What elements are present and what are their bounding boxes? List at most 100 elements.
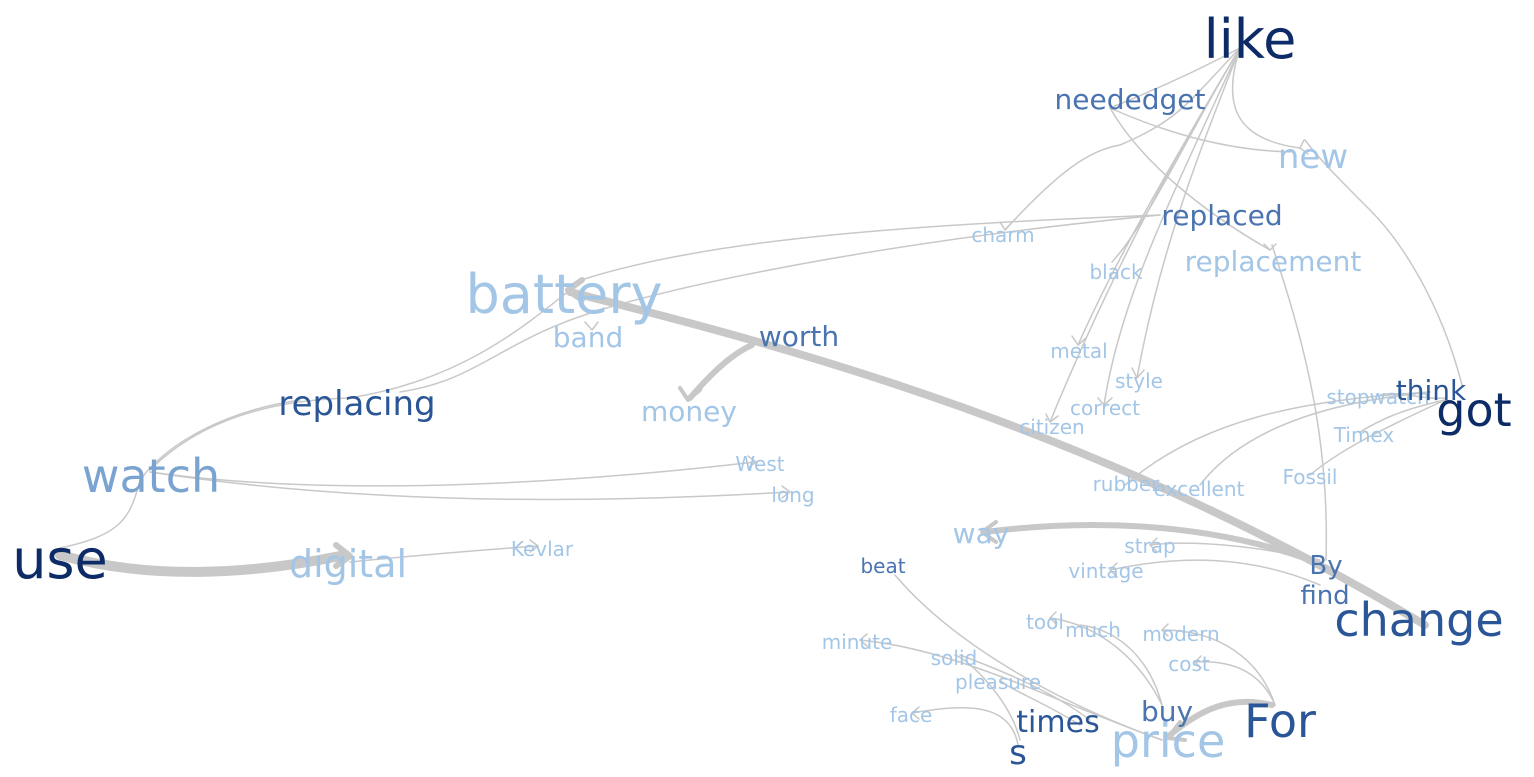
word-new: new bbox=[1277, 137, 1349, 177]
arrowhead bbox=[1049, 611, 1057, 625]
word-correct: correct bbox=[1069, 396, 1141, 420]
word-much: much bbox=[1065, 618, 1121, 642]
word-money: money bbox=[641, 395, 737, 428]
word-vintage: vintage bbox=[1068, 559, 1144, 583]
word-change: change bbox=[1334, 593, 1504, 647]
arrowhead bbox=[584, 321, 599, 331]
word-beat: beat bbox=[860, 554, 906, 578]
edge bbox=[149, 461, 756, 487]
edge bbox=[1109, 107, 1271, 251]
arrowhead bbox=[1166, 720, 1187, 742]
arrowhead bbox=[1097, 397, 1113, 406]
arrowhead bbox=[678, 386, 702, 402]
edge bbox=[1004, 47, 1241, 231]
word-long: long bbox=[771, 483, 815, 507]
edge bbox=[1136, 47, 1241, 379]
word-replaced: replaced bbox=[1161, 199, 1283, 232]
word-west: West bbox=[735, 452, 785, 476]
arrowhead bbox=[565, 277, 585, 303]
word-digital: digital bbox=[288, 542, 408, 586]
edge bbox=[349, 545, 539, 563]
edge bbox=[1109, 47, 1241, 109]
edge bbox=[1304, 139, 1463, 386]
word-neededget: neededget bbox=[1054, 83, 1206, 116]
word-by: By bbox=[1309, 551, 1343, 581]
edge bbox=[1194, 661, 1276, 706]
word-citizen: citizen bbox=[1019, 415, 1085, 439]
word-tool: tool bbox=[1026, 610, 1064, 634]
edge bbox=[399, 214, 1161, 393]
arrowhead bbox=[1149, 537, 1158, 553]
edge-thick bbox=[982, 522, 1313, 563]
edge bbox=[1049, 47, 1241, 423]
edge bbox=[1231, 47, 1301, 149]
edge-thick bbox=[55, 550, 350, 577]
word-timex: Timex bbox=[1333, 423, 1395, 447]
word-times: times bbox=[1016, 705, 1100, 740]
edge bbox=[1161, 629, 1276, 706]
edge bbox=[1199, 391, 1431, 486]
arrowhead bbox=[1045, 413, 1059, 423]
word-battery: battery bbox=[465, 263, 663, 326]
arrowhead bbox=[333, 542, 353, 569]
edge-thick bbox=[566, 288, 1429, 629]
word-excellent: excellent bbox=[1153, 477, 1245, 501]
edge bbox=[1079, 624, 1163, 706]
arrowhead bbox=[859, 633, 868, 647]
word-replacing: replacing bbox=[278, 384, 436, 424]
word-like: like bbox=[1203, 8, 1297, 71]
edge bbox=[1359, 399, 1446, 433]
word-kevlar: Kevlar bbox=[510, 537, 574, 561]
word-price: price bbox=[1110, 714, 1226, 768]
word-black: black bbox=[1089, 260, 1143, 284]
word-think: think bbox=[1395, 374, 1467, 407]
arrowhead bbox=[1109, 562, 1118, 578]
edge bbox=[1379, 392, 1446, 400]
arrowhead bbox=[1263, 243, 1277, 251]
word-s: s bbox=[1009, 733, 1027, 773]
edge bbox=[1271, 244, 1328, 561]
word-watch: watch bbox=[81, 449, 221, 503]
word-got: got bbox=[1436, 383, 1512, 437]
word-rubber: rubber bbox=[1092, 472, 1160, 496]
edge bbox=[911, 707, 1019, 746]
word-strap: strap bbox=[1124, 534, 1176, 558]
arrowhead bbox=[529, 539, 539, 553]
edge bbox=[1103, 47, 1241, 406]
edge bbox=[999, 679, 1081, 726]
word-face: face bbox=[889, 703, 933, 727]
edge bbox=[1049, 617, 1163, 706]
word-style: style bbox=[1115, 369, 1163, 393]
arrowhead bbox=[999, 221, 1013, 231]
word-stopwatch: stopwatch bbox=[1326, 385, 1430, 409]
word-pleasure: pleasure bbox=[955, 670, 1041, 694]
edge bbox=[959, 654, 1091, 721]
arrowhead bbox=[911, 706, 920, 720]
word-minute: minute bbox=[821, 630, 893, 654]
edge bbox=[1309, 399, 1446, 476]
edge bbox=[1124, 391, 1431, 486]
arrowhead bbox=[1161, 623, 1169, 637]
word-fossil: Fossil bbox=[1282, 465, 1338, 489]
word-use: use bbox=[12, 528, 108, 591]
word-modern: modern bbox=[1142, 622, 1220, 646]
word-solid: solid bbox=[930, 646, 978, 670]
edge bbox=[1109, 559, 1321, 586]
word-metal: metal bbox=[1050, 339, 1108, 363]
arrowhead bbox=[1131, 367, 1145, 379]
word-replacement: replacement bbox=[1184, 245, 1362, 278]
word-way: way bbox=[952, 517, 1010, 550]
edge bbox=[574, 214, 1161, 283]
word-cost: cost bbox=[1168, 652, 1210, 676]
word-find: find bbox=[1300, 581, 1350, 611]
arrowhead bbox=[1299, 139, 1309, 155]
word-worth: worth bbox=[758, 320, 840, 353]
edge bbox=[59, 399, 301, 549]
edge-thick bbox=[1167, 698, 1275, 738]
edge bbox=[1109, 107, 1291, 153]
word-charm: charm bbox=[971, 223, 1035, 247]
word-for: For bbox=[1244, 694, 1316, 748]
arrowhead bbox=[1071, 335, 1087, 346]
